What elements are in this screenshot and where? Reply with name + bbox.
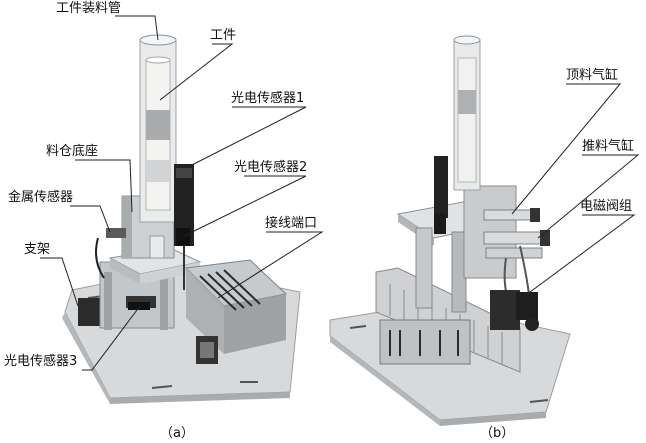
solenoid-valves-b xyxy=(490,290,520,330)
cylinders-b xyxy=(483,208,550,259)
terminal-row-b xyxy=(379,319,471,365)
label-workpiece: 工件 xyxy=(210,28,237,43)
label-photo-sensor-2: 光电传感器2 xyxy=(234,160,308,175)
label-solenoid-valve-group: 电磁阀组 xyxy=(580,199,633,214)
label-feed-tube: 工件装料管 xyxy=(56,1,122,16)
photo-sensor-1-body xyxy=(174,164,194,246)
label-terminal-port: 接线端口 xyxy=(265,216,318,231)
caption-b: （b） xyxy=(480,426,515,441)
label-silo-base: 料仓底座 xyxy=(46,144,99,159)
photo-sensor-2-body xyxy=(176,228,190,246)
metal-sensor-body xyxy=(106,228,126,238)
caption-a: （a） xyxy=(160,426,194,441)
label-photo-sensor-3: 光电传感器3 xyxy=(4,354,78,369)
photo-sensor-3-body xyxy=(128,302,150,310)
leader-lines xyxy=(40,15,640,371)
frame-post-b xyxy=(415,227,433,309)
label-ejector-cylinder: 顶料气缸 xyxy=(566,68,619,83)
label-photo-sensor-1: 光电传感器1 xyxy=(231,91,305,106)
label-bracket: 支架 xyxy=(24,242,51,257)
label-metal-sensor: 金属传感器 xyxy=(8,190,74,205)
label-push-cylinder: 推料气缸 xyxy=(582,139,635,154)
